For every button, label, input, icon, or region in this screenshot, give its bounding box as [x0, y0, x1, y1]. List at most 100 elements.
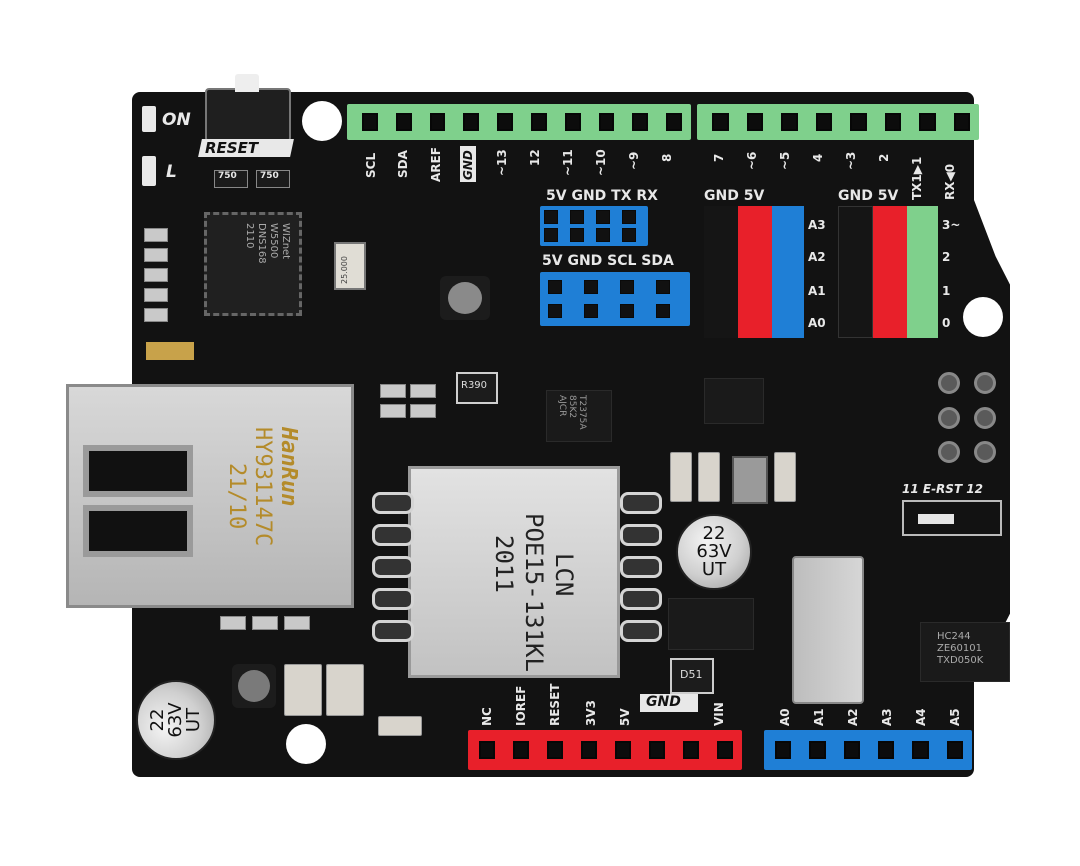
pin-label-scl: SCL: [364, 152, 378, 178]
ceramic-capacitor: [774, 452, 796, 502]
tantalum-capacitor: [732, 456, 768, 504]
header-pin[interactable]: [596, 228, 610, 242]
smd-resistor: [410, 404, 436, 418]
header-pin[interactable]: [622, 210, 636, 224]
header-top-left: [347, 104, 691, 140]
header-pin[interactable]: [570, 210, 584, 224]
header-pin[interactable]: [479, 741, 495, 759]
header-pin[interactable]: [513, 741, 529, 759]
header-bottom-analog: [764, 730, 972, 770]
header-pin[interactable]: [815, 113, 832, 131]
header-pin[interactable]: [666, 113, 682, 131]
header-pin[interactable]: [953, 113, 970, 131]
header-pin[interactable]: [544, 228, 558, 242]
gnd-label-box-top: [460, 146, 476, 182]
gnd-label-box-bottom: [640, 694, 698, 712]
icsp-pad[interactable]: [974, 372, 996, 394]
pin-label-a5: A5: [948, 708, 962, 726]
mounting-hole-top: [302, 101, 342, 141]
header-pin[interactable]: [429, 113, 446, 131]
header-pin[interactable]: [656, 304, 670, 318]
header-pin[interactable]: [850, 113, 867, 131]
transformer-coil: [372, 556, 414, 578]
header-pin[interactable]: [584, 280, 598, 294]
header-pin[interactable]: [547, 741, 563, 759]
header-pin[interactable]: [564, 113, 581, 131]
pin-label-6: ~6: [745, 151, 759, 170]
smd-resistor: [410, 384, 436, 398]
reset-button[interactable]: [205, 74, 291, 142]
pin-label-11: ~11: [561, 149, 575, 176]
smd-resistor: [144, 248, 168, 262]
header-pin[interactable]: [946, 741, 963, 759]
chip-line: WIZnet: [280, 223, 291, 260]
icsp-pad[interactable]: [938, 372, 960, 394]
header-pin[interactable]: [717, 741, 733, 759]
icsp-pad[interactable]: [938, 441, 960, 464]
ceramic-capacitor: [326, 664, 364, 716]
header-pin[interactable]: [781, 113, 798, 131]
header-pin[interactable]: [775, 741, 792, 759]
header-pin[interactable]: [809, 741, 826, 759]
digital-row-label: 1: [942, 284, 951, 298]
analog-row-label: A0: [808, 316, 826, 330]
pin-label-12: 12: [528, 149, 542, 166]
header-pin[interactable]: [598, 113, 615, 131]
transformer-coil: [620, 524, 662, 546]
transformer-coil: [620, 556, 662, 578]
header-pin[interactable]: [632, 113, 649, 131]
header-pin[interactable]: [843, 741, 860, 759]
pin-label-ioref: IOREF: [514, 685, 528, 726]
gold-pad: [146, 342, 194, 360]
header-pin[interactable]: [712, 113, 729, 131]
header-pin[interactable]: [877, 741, 895, 759]
header-pin[interactable]: [544, 210, 558, 224]
icsp-pad[interactable]: [938, 406, 960, 429]
icsp-pad[interactable]: [974, 406, 996, 429]
pcb-right-edge: [974, 200, 1010, 670]
header-pin[interactable]: [649, 741, 665, 759]
header-pin[interactable]: [570, 228, 584, 242]
pin-label-gnd-bottom: GND: [646, 694, 681, 710]
transformer-coil: [372, 524, 414, 546]
header-pin[interactable]: [622, 228, 636, 242]
header-pin[interactable]: [584, 304, 598, 318]
header-pin[interactable]: [596, 210, 610, 224]
micro-sd-slot: [792, 556, 864, 704]
header-pin[interactable]: [620, 280, 634, 294]
e-rst-jumper[interactable]: [902, 500, 1002, 536]
header-pin[interactable]: [746, 113, 763, 131]
smd-resistor: [252, 616, 278, 630]
header-pin[interactable]: [884, 113, 901, 131]
header-pin[interactable]: [548, 304, 562, 318]
smd-resistor: [144, 288, 168, 302]
resistor-750-b-label: 750: [260, 171, 279, 181]
header-pin[interactable]: [395, 113, 412, 131]
header-pin[interactable]: [683, 741, 699, 759]
header-pin[interactable]: [530, 113, 547, 131]
inductor-core: [238, 670, 270, 702]
analog-row-label: A2: [808, 250, 826, 264]
header-pin[interactable]: [912, 741, 929, 759]
inductor-top: [440, 276, 490, 320]
header-pin[interactable]: [548, 280, 562, 294]
header-pin[interactable]: [620, 304, 634, 318]
header-pin[interactable]: [362, 113, 378, 131]
header-pin[interactable]: [581, 741, 597, 759]
transformer-brand: LCN: [550, 553, 578, 597]
icsp-pad[interactable]: [974, 441, 996, 464]
diode-d51-label: D51: [680, 668, 703, 681]
i2c-header: [540, 272, 690, 326]
header-pin[interactable]: [656, 280, 670, 294]
electrolytic-capacitor-left: 22 63V UT: [136, 680, 216, 760]
header-pin[interactable]: [919, 113, 936, 131]
pin-label-sda: SDA: [396, 150, 410, 178]
header-pin[interactable]: [615, 741, 631, 759]
crystal-label: 25.000: [340, 256, 349, 284]
header-pin[interactable]: [497, 113, 513, 131]
transformer-coil: [372, 492, 414, 514]
ceramic-capacitor: [284, 664, 322, 716]
ceramic-capacitor: [378, 716, 422, 736]
header-pin[interactable]: [463, 113, 480, 131]
crystal: 25.000: [334, 242, 366, 290]
